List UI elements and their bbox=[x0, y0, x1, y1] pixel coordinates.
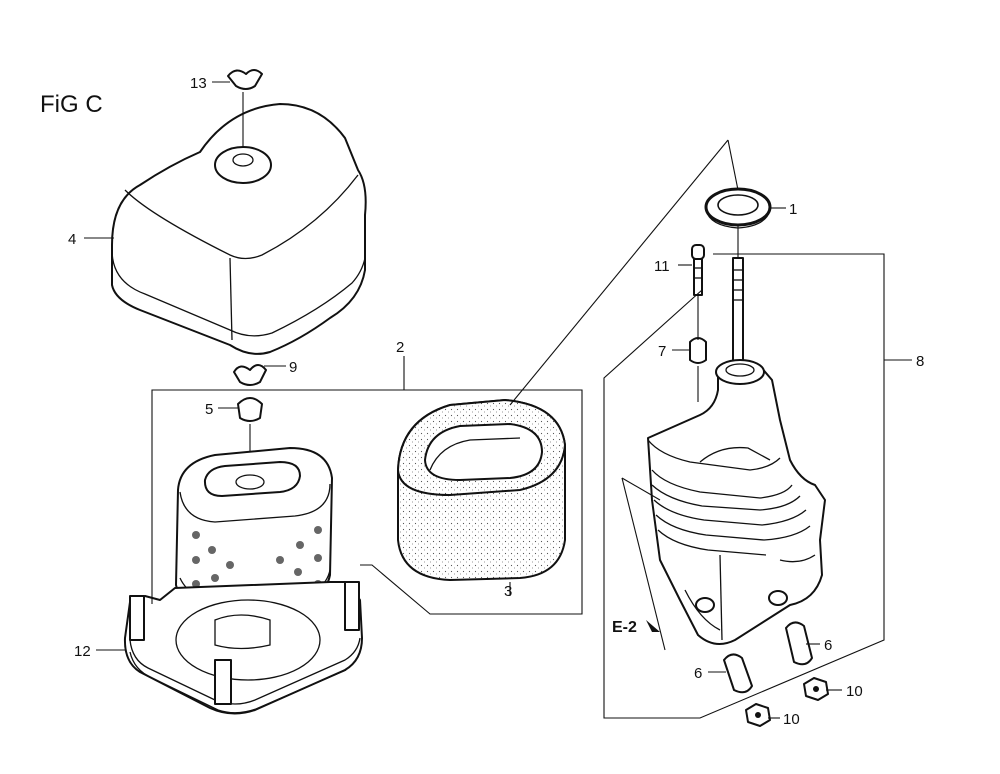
foam-filter bbox=[397, 398, 566, 582]
callout-6-right: 6 bbox=[824, 637, 832, 654]
callout-3: 3 bbox=[504, 583, 512, 600]
stud-bolt bbox=[732, 257, 744, 369]
figure-title: FiG C bbox=[40, 91, 103, 118]
callout-4: 4 bbox=[68, 231, 76, 248]
seal-ring bbox=[704, 187, 772, 229]
tube-right bbox=[785, 621, 813, 666]
collar bbox=[689, 337, 707, 402]
nut-lower bbox=[745, 703, 771, 727]
callout-9: 9 bbox=[289, 359, 297, 376]
callout-1: 1 bbox=[789, 201, 797, 218]
callout-6-left: 6 bbox=[694, 665, 702, 682]
callout-10-right: 10 bbox=[846, 683, 863, 700]
callout-8: 8 bbox=[916, 353, 924, 370]
air-cleaner-cover bbox=[111, 103, 367, 355]
callout-12: 12 bbox=[74, 643, 91, 660]
air-cleaner-elbow bbox=[647, 359, 826, 645]
bolt bbox=[691, 244, 705, 296]
callout-13: 13 bbox=[190, 75, 207, 92]
callout-7: 7 bbox=[658, 343, 666, 360]
leader-lines bbox=[84, 81, 912, 719]
callout-11: 11 bbox=[654, 258, 670, 275]
callout-5: 5 bbox=[205, 401, 213, 418]
callout-10-lower: 10 bbox=[783, 711, 800, 728]
tube-left bbox=[723, 653, 753, 694]
air-cleaner-base bbox=[123, 581, 363, 715]
callout-2: 2 bbox=[396, 339, 404, 356]
wing-nut-top bbox=[227, 69, 263, 148]
wing-nut-middle bbox=[233, 364, 267, 386]
section-ref-e2: E-2 bbox=[612, 619, 637, 636]
nut-right bbox=[803, 677, 829, 701]
